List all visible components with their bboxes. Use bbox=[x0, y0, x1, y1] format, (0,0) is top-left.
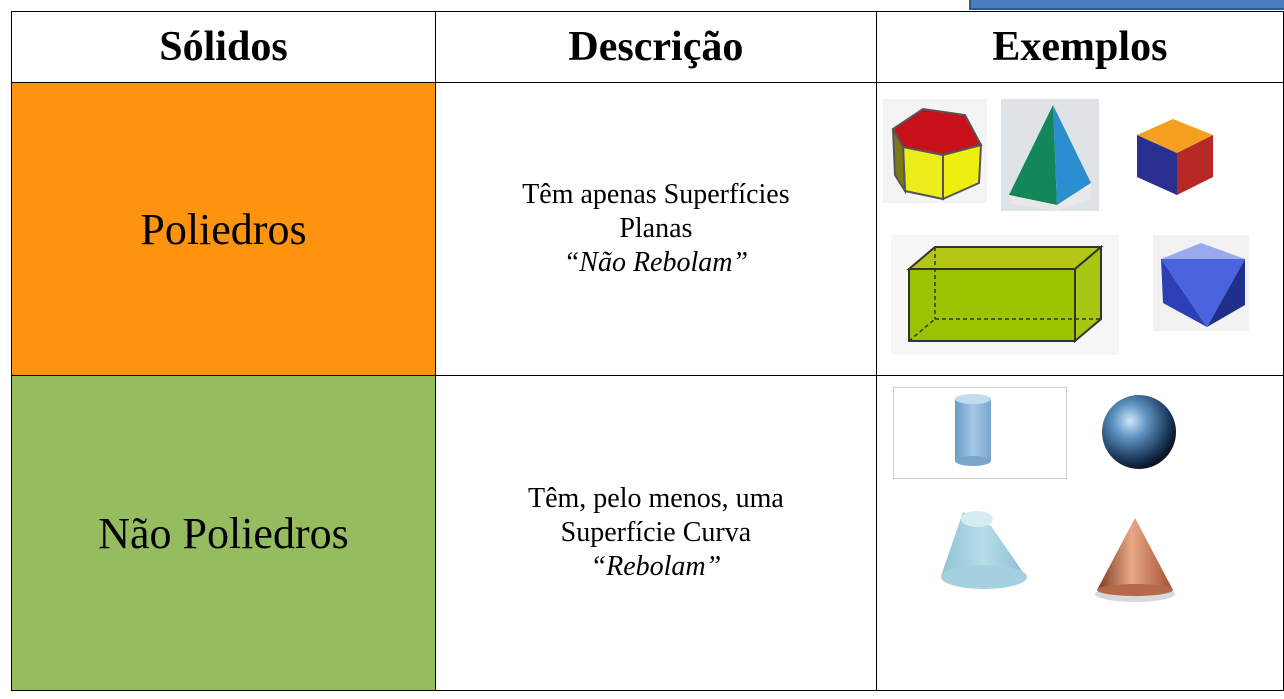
header-solidos: Sólidos bbox=[11, 11, 436, 83]
examples-poliedros bbox=[875, 82, 1284, 376]
cylinder-icon bbox=[892, 387, 1067, 479]
description-nao-poliedros: Têm, pelo menos, uma Superfície Curva “R… bbox=[434, 375, 877, 691]
header-row: Sólidos Descrição Exemplos bbox=[11, 11, 1284, 83]
description-poliedros: Têm apenas Superfícies Planas “Não Rebol… bbox=[434, 82, 877, 376]
category-poliedros: Poliedros bbox=[11, 82, 436, 376]
description-line: Superfície Curva bbox=[560, 517, 752, 548]
table-row: Não Poliedros Têm, pelo menos, uma Super… bbox=[11, 375, 1284, 691]
sphere-icon bbox=[1101, 395, 1176, 469]
pyramid-icon bbox=[1000, 99, 1099, 211]
table-row: Poliedros Têm apenas Superfícies Planas … bbox=[11, 82, 1284, 376]
category-nao-poliedros: Não Poliedros bbox=[11, 375, 436, 691]
octahedron-icon bbox=[1152, 235, 1249, 331]
solids-table: Sólidos Descrição Exemplos Poliedros Têm… bbox=[11, 11, 1284, 691]
description-quote: “Não Rebolam” bbox=[563, 247, 749, 278]
top-decor-strip bbox=[969, 0, 1284, 10]
cone-icon bbox=[1094, 518, 1175, 602]
rectangular-prism-icon bbox=[890, 235, 1119, 355]
header-exemplos: Exemplos bbox=[875, 11, 1284, 83]
header-descricao: Descrição bbox=[434, 11, 877, 83]
cube-icon bbox=[1136, 119, 1213, 195]
pentagonal-prism-icon bbox=[882, 99, 987, 203]
description-quote: “Rebolam” bbox=[590, 551, 722, 582]
description-line: Têm apenas Superfícies bbox=[522, 179, 790, 210]
description-line: Planas bbox=[619, 213, 693, 244]
examples-nao-poliedros bbox=[875, 375, 1284, 691]
truncated-cone-icon bbox=[940, 511, 1027, 589]
description-line: Têm, pelo menos, uma bbox=[527, 483, 784, 514]
